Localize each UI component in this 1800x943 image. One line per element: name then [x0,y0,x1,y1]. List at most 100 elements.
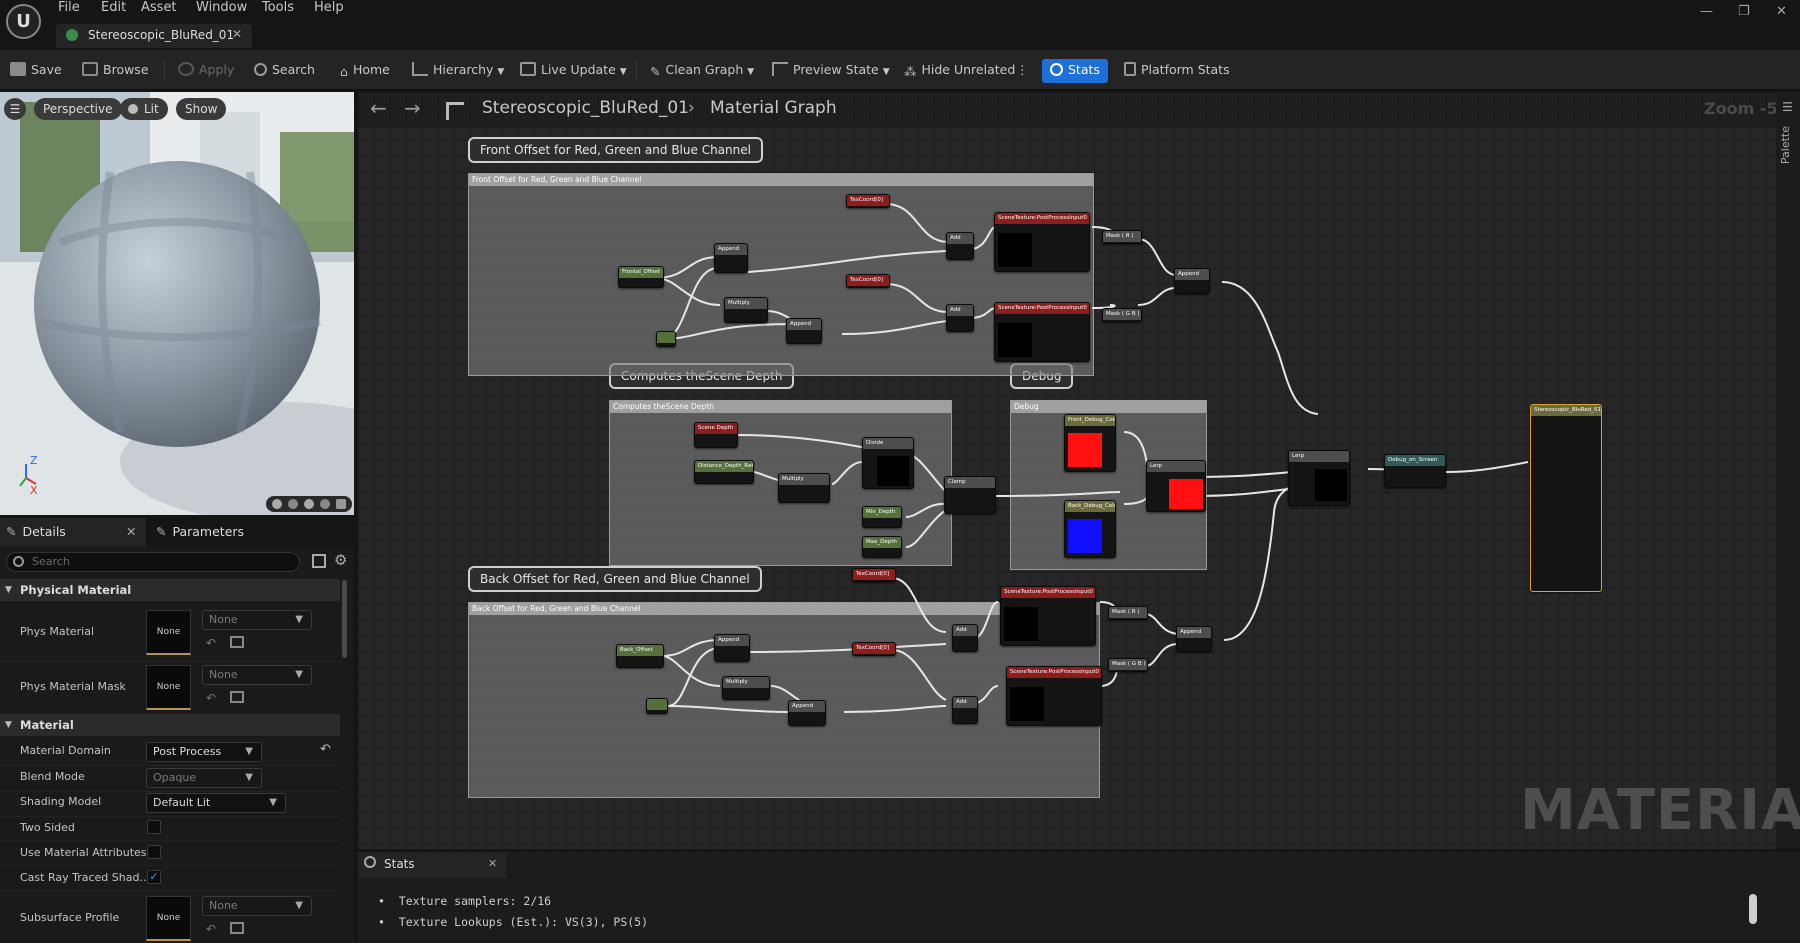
subsurface-profile-dropdown[interactable]: None▼ [202,896,312,916]
cast-ray-traced-shadows-checkbox[interactable]: ✓ [147,870,161,884]
custom-mesh-icon[interactable] [336,499,346,509]
texcoord-node[interactable]: TexCoord[0] [846,194,890,208]
clamp-node[interactable]: Clamp [944,476,996,514]
forward-arrow-icon[interactable]: → [404,96,421,120]
two-sided-checkbox[interactable] [147,820,161,834]
details-scrollbar[interactable] [342,580,347,658]
preview-mesh-selector[interactable] [266,496,352,512]
menu-asset[interactable]: Asset [141,0,177,15]
plane-icon[interactable] [304,499,314,509]
distance-depth-ratio-node[interactable]: Distance_Depth_Ratio [694,460,754,484]
multiply-node[interactable]: Multiply [722,676,770,700]
hide-unrelated-button[interactable]: ⁂Hide Unrelated [904,59,1015,83]
close-window-icon[interactable]: ✕ [1776,4,1787,19]
search-button[interactable]: Search [254,59,315,83]
add-node[interactable]: Add [946,304,974,332]
scene-texture-node[interactable]: SceneTexture:PostProcessInput0 [1000,586,1096,646]
tab-parameters[interactable]: ✎Parameters [156,518,244,546]
breadcrumb-asset[interactable]: Stereoscopic_BluRed_01 [482,98,689,118]
comment-front-offset-bubble[interactable]: Front Offset for Red, Green and Blue Cha… [468,137,763,163]
use-material-attributes-checkbox[interactable] [147,845,161,859]
live-update-button[interactable]: Live Update ▼ [520,59,627,83]
texcoord-node[interactable]: TexCoord[0] [846,274,890,288]
breadcrumb-graph[interactable]: Material Graph [710,98,837,118]
cube-icon[interactable] [320,499,330,509]
shading-model-dropdown[interactable]: Default Lit▼ [146,793,286,813]
scene-depth-node[interactable]: Scene Depth [694,422,738,448]
comment-back-offset-bubble[interactable]: Back Offset for Red, Green and Blue Chan… [468,566,762,592]
perspective-button[interactable]: Perspective [34,98,122,120]
add-node[interactable]: Add [952,696,978,724]
debug-on-screen-switch-node[interactable]: Debug_on_Screen [1384,454,1446,488]
tab-details[interactable]: ✎Details ✕ [0,518,146,546]
append-node[interactable]: Append [714,243,748,273]
gear-icon[interactable]: ⚙ [334,551,348,569]
comment-back-offset-box[interactable]: Back Offset for Red, Green and Blue Chan… [468,602,1100,798]
sphere-icon[interactable] [272,499,282,509]
material-domain-dropdown[interactable]: Post Process▼ [146,742,262,762]
scene-texture-node[interactable]: SceneTexture:PostProcessInput0 [994,212,1090,272]
constant-node[interactable] [656,331,676,347]
back-arrow-icon[interactable]: ← [370,96,387,120]
section-physical-material[interactable]: ▼Physical Material [0,579,340,601]
palette-strip[interactable]: ☰ Palette [1776,92,1800,849]
table-view-icon[interactable] [312,554,326,568]
comment-front-offset-box[interactable]: Front Offset for Red, Green and Blue Cha… [468,173,1094,376]
show-button[interactable]: Show [176,98,227,120]
lerp-output-node[interactable]: Lerp [1288,450,1350,506]
hierarchy-button[interactable]: Hierarchy ▼ [412,59,504,83]
section-material[interactable]: ▼Material [0,714,340,736]
menu-window[interactable]: Window [196,0,248,15]
reset-arrow-icon[interactable]: ↶ [206,636,217,650]
document-tab[interactable]: Stereoscopic_BluRed_01 ✕ [56,24,252,48]
preview-viewport[interactable]: Z X ☰ Perspective Lit Show [0,92,354,515]
back-debug-color-node[interactable]: Back_Debug_Color [1064,500,1116,558]
cylinder-icon[interactable] [288,499,298,509]
restore-icon[interactable]: ❐ [1738,4,1750,19]
details-search-input[interactable]: Search [6,552,300,572]
append-node[interactable]: Append [786,318,822,344]
menu-file[interactable]: File [58,0,80,15]
close-tab-icon[interactable]: ✕ [232,27,243,41]
scene-texture-node[interactable]: SceneTexture:PostProcessInput0 [994,302,1090,362]
apply-button[interactable]: Apply [178,59,234,83]
texcoord-node[interactable]: TexCoord[0] [852,568,896,582]
close-tab-icon[interactable]: ✕ [126,524,137,539]
tab-stats[interactable]: Stats ✕ [358,852,506,878]
unreal-logo-icon[interactable]: U [6,4,41,39]
viewport-menu-icon[interactable]: ☰ [4,98,26,120]
front-debug-color-node[interactable]: Front_Debug_Color [1064,414,1116,472]
material-result-node[interactable]: Stereoscopic_BluRed_01 [1530,404,1602,592]
lit-button[interactable]: Lit [120,98,168,120]
blend-mode-dropdown[interactable]: Opaque▼ [146,768,262,788]
back-offset-parameter-node[interactable]: Back_Offset [616,644,664,668]
browse-folder-icon[interactable] [230,691,244,703]
lerp-node[interactable]: Lerp [1146,460,1206,512]
append-node[interactable]: Append [788,700,826,726]
reset-arrow-icon[interactable]: ↶ [206,691,217,705]
mask-gb-node[interactable]: Mask ( G B ) [1108,658,1148,672]
browse-button[interactable]: Browse [82,59,149,83]
divide-node[interactable]: Divide [862,437,914,489]
browse-folder-icon[interactable] [230,636,244,648]
append-node[interactable]: Append [714,634,750,662]
menu-help[interactable]: Help [314,0,344,15]
phys-material-mask-dropdown[interactable]: None▼ [202,665,312,685]
min-depth-node[interactable]: Min_Depth [862,506,902,528]
append-node[interactable]: Append [1176,626,1212,652]
menu-tools[interactable]: Tools [262,0,295,15]
add-node[interactable]: Add [952,624,978,652]
stats-scrollbar[interactable] [1749,894,1757,924]
scene-texture-node[interactable]: SceneTexture:PostProcessInput0 [1006,666,1102,726]
multiply-node[interactable]: Multiply [724,297,768,323]
platform-stats-button[interactable]: Platform Stats [1124,59,1230,83]
mask-gb-node[interactable]: Mask ( G B ) [1102,308,1142,322]
home-button[interactable]: ⌂Home [340,59,390,83]
phys-material-dropdown[interactable]: None▼ [202,610,312,630]
menu-edit[interactable]: Edit [101,0,127,15]
mask-r-node[interactable]: Mask ( R ) [1102,230,1142,244]
multiply-node[interactable]: Multiply [778,473,830,503]
reset-arrow-icon[interactable]: ↶ [206,922,217,936]
constant-node[interactable] [646,698,668,714]
material-graph-canvas[interactable]: ← → Stereoscopic_BluRed_01 › Material Gr… [358,92,1800,849]
